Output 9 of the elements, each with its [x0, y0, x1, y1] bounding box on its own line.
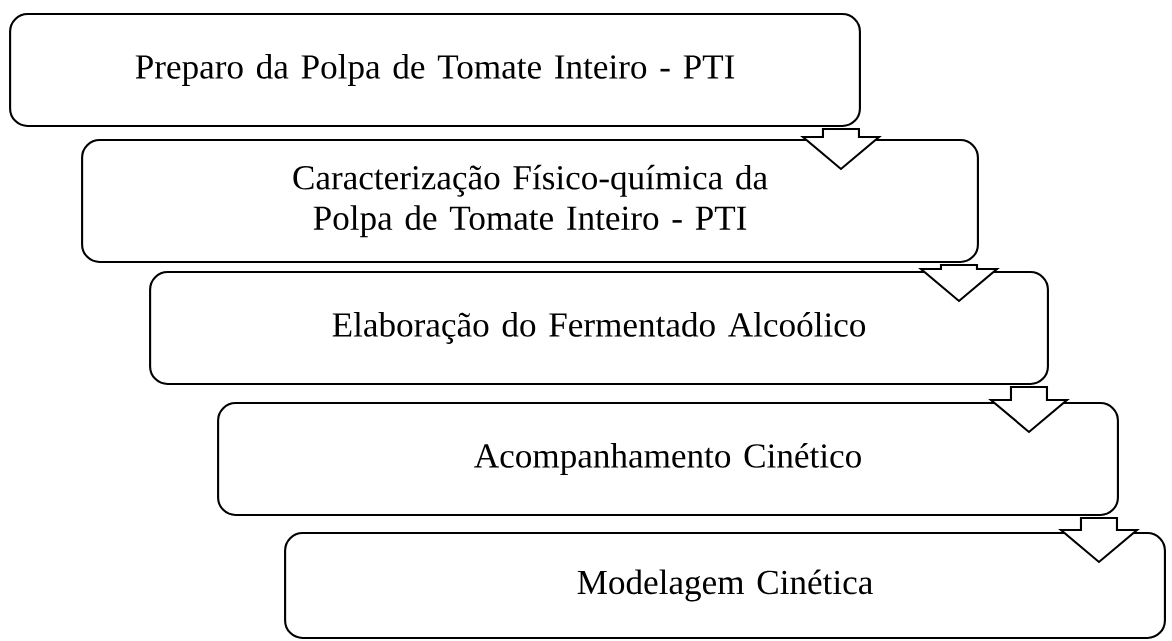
block-arrow: [918, 264, 1000, 303]
process-box: Caracterização Físico-química da Polpa de Tomate Inteiro - PTI: [81, 138, 979, 264]
process-box: Elaboração do Fermentado Alcoólico: [149, 270, 1049, 386]
process-box: Preparo da Polpa de Tomate Inteiro - PTI: [9, 12, 861, 128]
block-arrow: [800, 127, 882, 171]
block-arrow: [1058, 516, 1140, 564]
process-box: Acompanhamento Cinético: [217, 401, 1119, 517]
block-arrow: [988, 386, 1070, 434]
process-box: Modelagem Cinética: [284, 531, 1166, 640]
